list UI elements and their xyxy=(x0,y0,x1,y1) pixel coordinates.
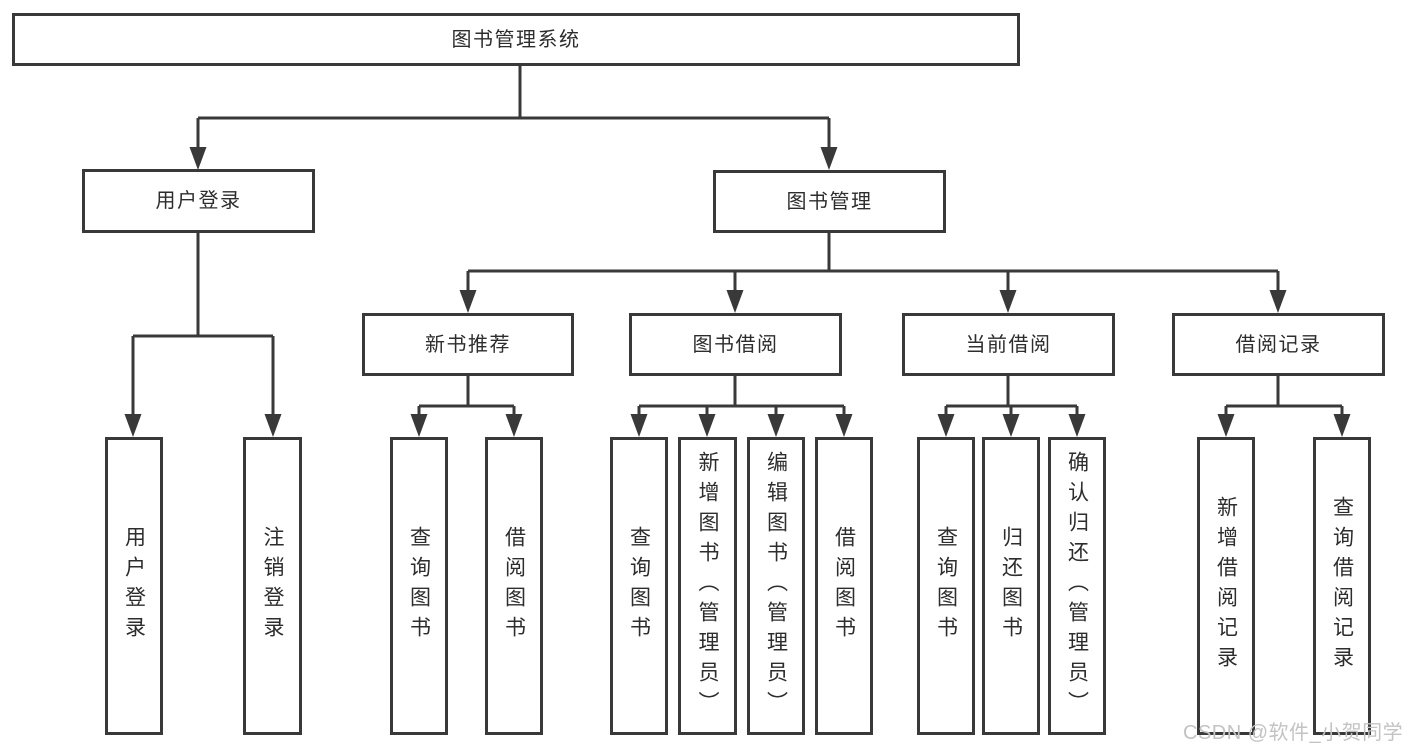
leaf-newbook-borrow-books: 借阅图书 xyxy=(485,437,543,735)
leaf-records-query-record: 查询借阅记录 xyxy=(1313,437,1371,735)
node-book-borrowing: 图书借阅 xyxy=(629,313,842,376)
leaf-current-query-books: 查询图书 xyxy=(917,437,975,735)
leaf-newbook-query-books: 查询图书 xyxy=(390,437,448,735)
leaf-user-login: 用户登录 xyxy=(105,437,163,735)
leaf-logout: 注销登录 xyxy=(243,437,302,735)
leaf-borrowing-query-books: 查询图书 xyxy=(610,437,668,735)
csdn-watermark: CSDN @软件_小贺同学 xyxy=(1183,722,1404,744)
node-borrowing-records: 借阅记录 xyxy=(1172,313,1385,376)
leaf-current-confirm-return-admin: 确认归还（管理员） xyxy=(1048,437,1106,735)
leaf-borrowing-add-books-admin: 新增图书（管理员） xyxy=(678,437,737,735)
node-new-book-recommend: 新书推荐 xyxy=(362,313,574,376)
node-current-borrowing: 当前借阅 xyxy=(902,313,1115,376)
node-user-login: 用户登录 xyxy=(82,169,315,233)
leaf-current-return-books: 归还图书 xyxy=(982,437,1040,735)
node-root: 图书管理系统 xyxy=(12,13,1020,66)
leaf-borrowing-borrow-books: 借阅图书 xyxy=(815,437,873,735)
leaf-borrowing-edit-books-admin: 编辑图书（管理员） xyxy=(747,437,805,735)
leaf-records-add-record: 新增借阅记录 xyxy=(1197,437,1255,735)
node-book-management: 图书管理 xyxy=(713,170,946,233)
